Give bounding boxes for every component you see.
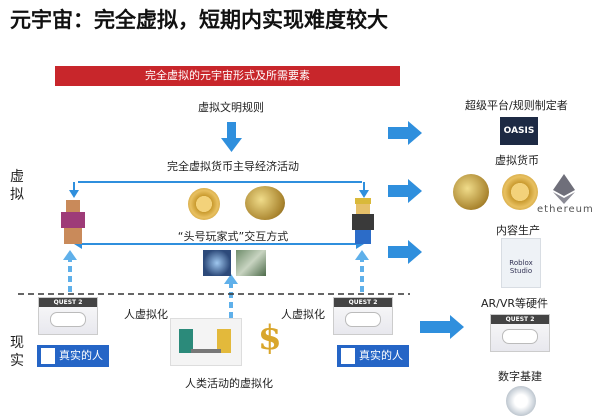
super-platform-label: 超级平台/规则制定者 xyxy=(465,99,568,112)
activity-virtualization-label: 人类活动的虚拟化 xyxy=(185,377,273,390)
real-person-badge-right: 真实的人 xyxy=(337,345,409,367)
quest-headset-right: QUEST 2 xyxy=(333,297,393,335)
server-globe-icon xyxy=(506,386,536,416)
robux-coin-icon xyxy=(188,188,220,220)
ethereum-icon xyxy=(553,174,575,204)
interaction-label: “头号玩家式”交互方式 xyxy=(177,230,289,243)
roblox-studio-logo: Roblox Studio xyxy=(501,238,541,288)
side-label-virtual: 虚拟 xyxy=(10,169,24,203)
bitcoin-coin-icon xyxy=(453,174,489,210)
vr-scene-icon xyxy=(236,250,266,276)
rules-arrow-head xyxy=(221,138,242,152)
human-virtualization-left-label: 人虚拟化 xyxy=(124,308,168,321)
human-virtualization-right-label: 人虚拟化 xyxy=(281,308,325,321)
page-title: 元宇宙：完全虚拟，短期内实现难度较大 xyxy=(10,8,388,32)
side-label-real: 现实 xyxy=(10,335,24,369)
dollar-icon: $ xyxy=(258,318,282,358)
robux-coin-icon xyxy=(502,174,538,210)
business-meeting-icon xyxy=(170,318,242,366)
content-production-label: 内容生产 xyxy=(496,224,540,237)
virtual-rules-label: 虚拟文明规则 xyxy=(198,101,264,114)
avatar-right-icon xyxy=(350,198,376,246)
digital-infra-label: 数字基建 xyxy=(498,370,542,383)
oasis-logo: OASIS xyxy=(500,117,538,145)
section-banner: 完全虚拟的元宇宙形式及所需要素 xyxy=(55,66,400,86)
avatar-left-icon xyxy=(60,200,86,246)
gold-coin-icon xyxy=(245,186,285,220)
real-person-badge-left: 真实的人 xyxy=(37,345,109,367)
quest-headset-left: QUEST 2 xyxy=(38,297,98,335)
quest-headset-hardware: QUEST 2 xyxy=(490,314,550,352)
vr-world-icon xyxy=(203,250,231,276)
hardware-label: AR/VR等硬件 xyxy=(481,297,549,310)
person-icon xyxy=(341,348,355,364)
ethereum-label: ethereum xyxy=(537,204,594,215)
rules-arrow-shaft xyxy=(227,122,236,140)
economy-label: 完全虚拟货币主导经济活动 xyxy=(167,160,299,173)
virtual-currency-label: 虚拟货币 xyxy=(495,154,539,167)
person-icon xyxy=(41,348,55,364)
